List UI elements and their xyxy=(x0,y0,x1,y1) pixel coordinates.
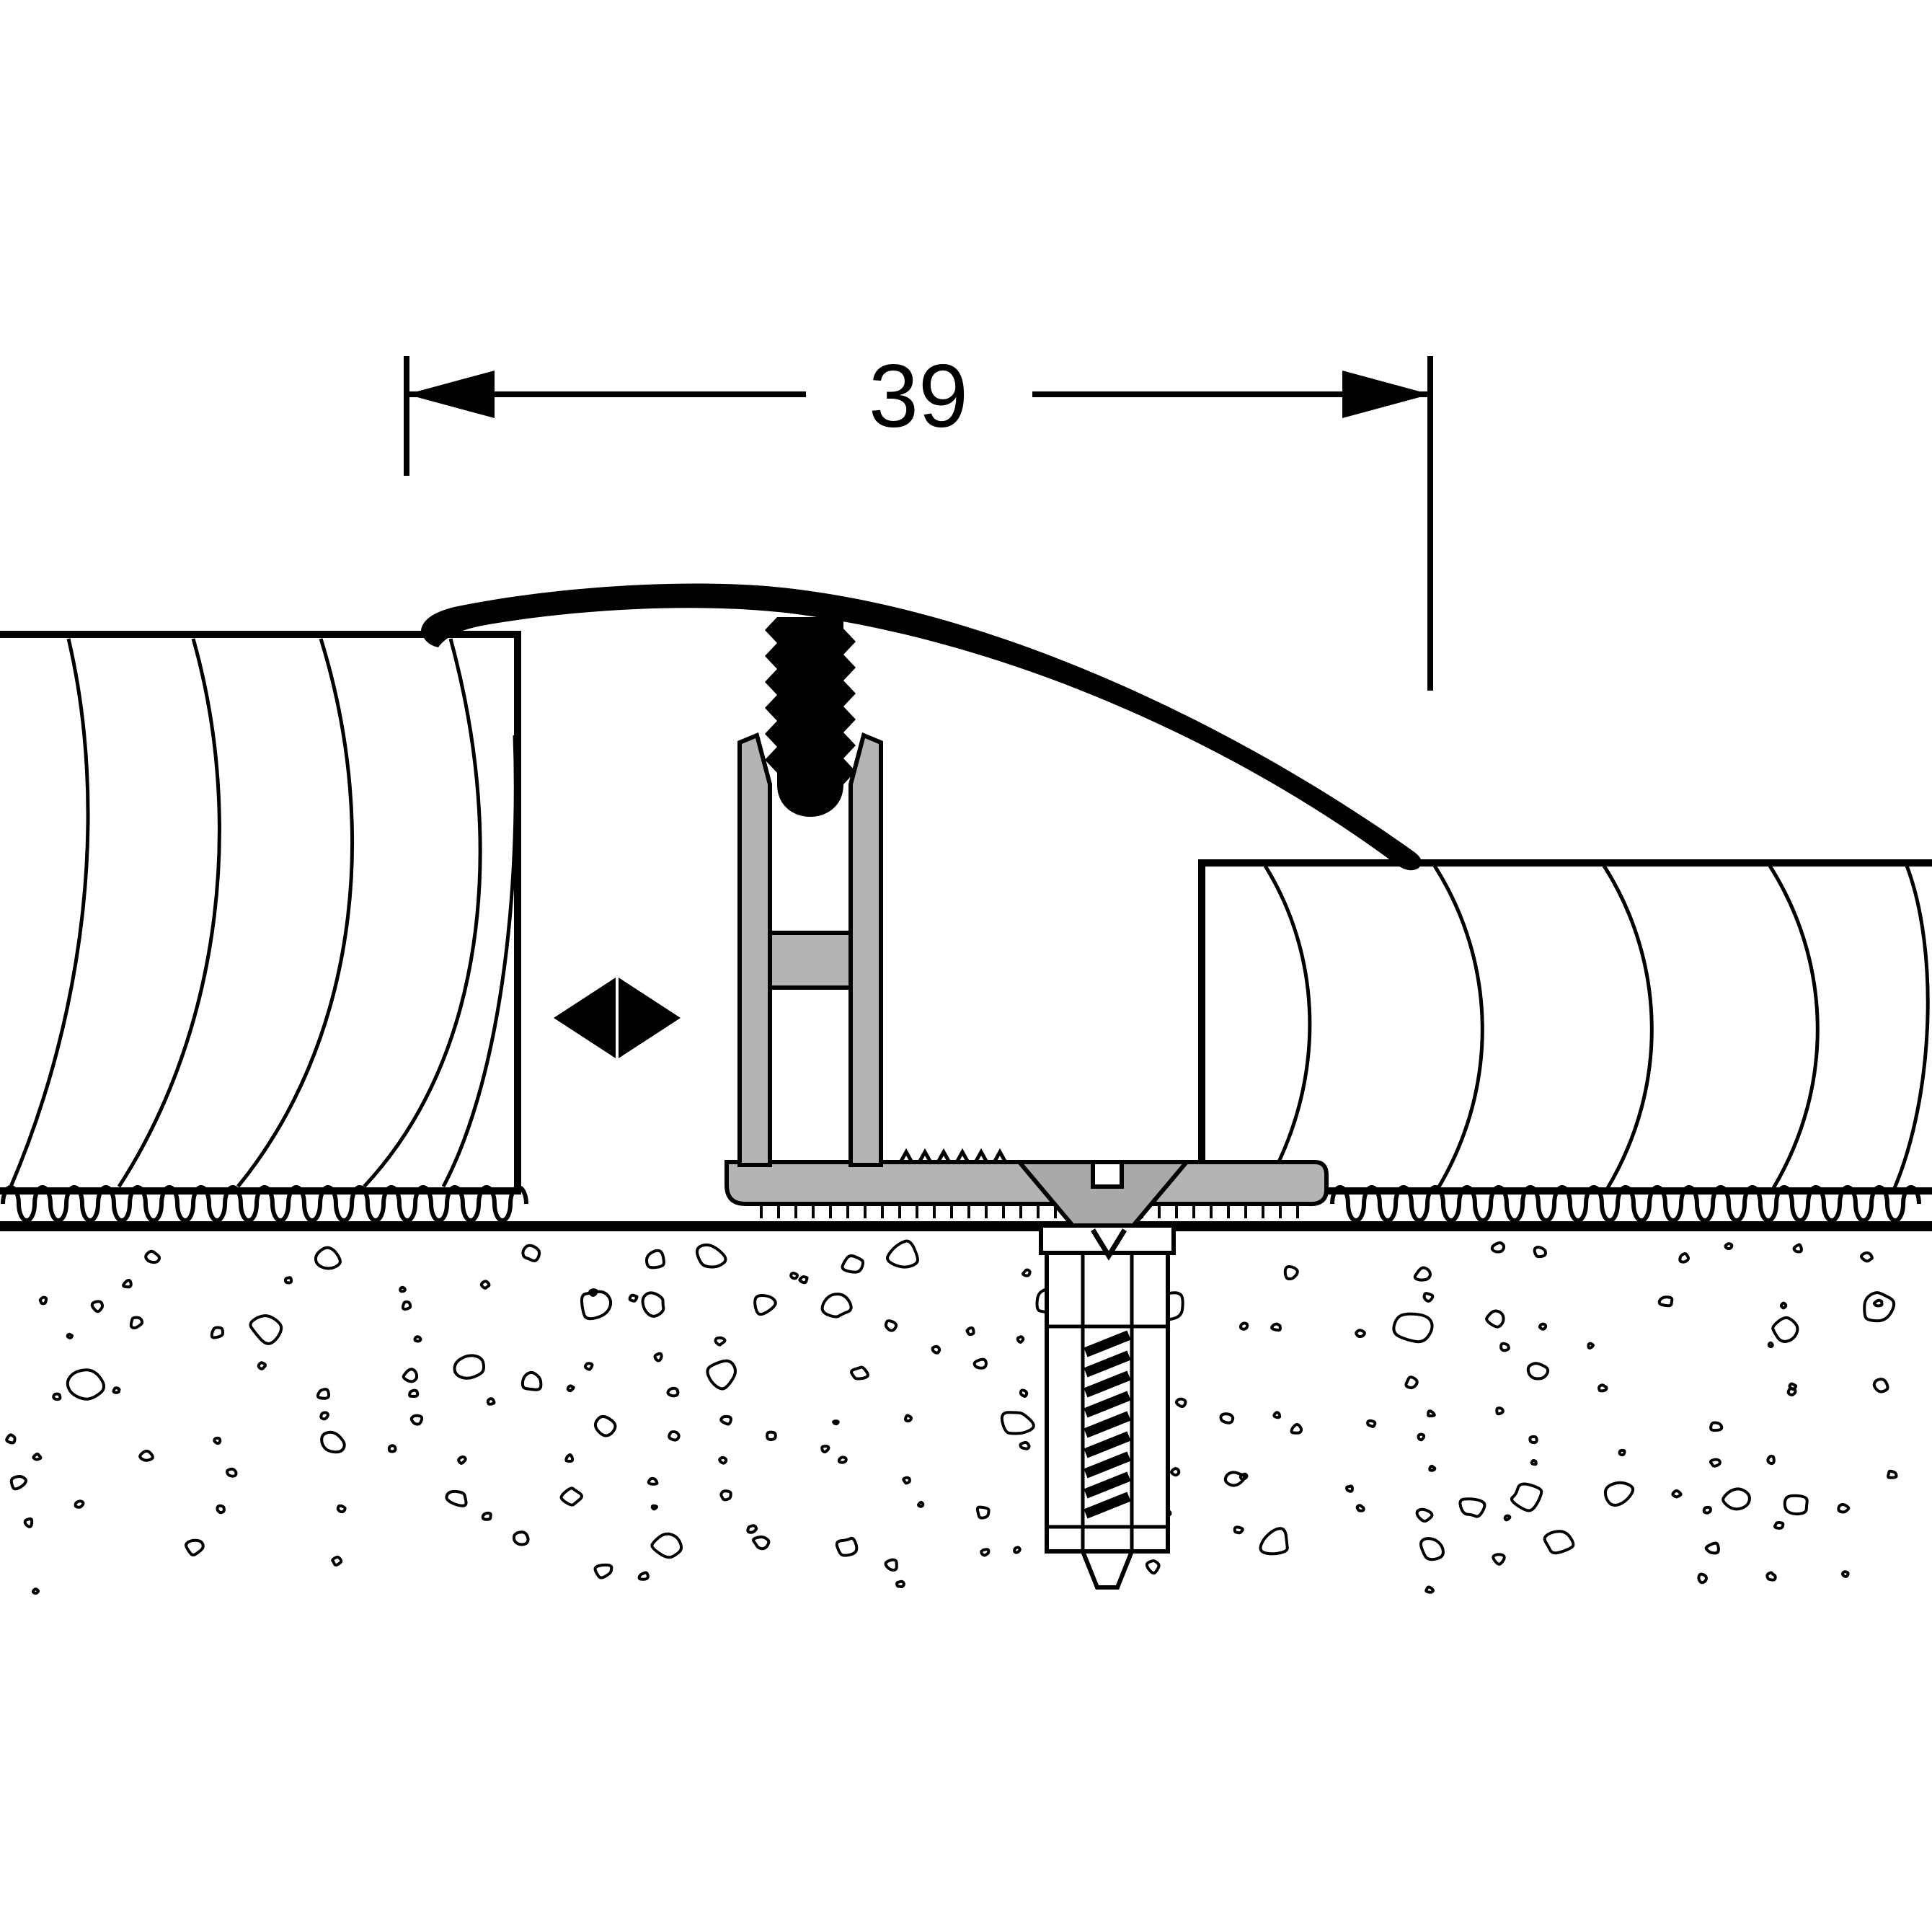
screw-drive-slot xyxy=(1091,1160,1124,1189)
track-right-wall xyxy=(848,732,883,1167)
transition-cover-profile xyxy=(421,583,1422,871)
screed-top-edge xyxy=(0,1221,1932,1231)
wood-floor-right xyxy=(1198,859,1932,1195)
wood-floor-left-body xyxy=(0,631,521,1195)
dimension-arrowhead-right xyxy=(1342,371,1430,418)
track-left-wall xyxy=(737,732,772,1167)
screw-tip xyxy=(1079,1549,1135,1590)
underlay-right xyxy=(1330,1185,1921,1223)
dimension-arrowhead-left xyxy=(407,371,495,418)
screw-head xyxy=(1014,1160,1192,1228)
screw-thread-hatch xyxy=(1084,1330,1131,1519)
screw-point-mark xyxy=(1091,1228,1127,1261)
wood-floor-right-body xyxy=(1198,859,1932,1195)
threaded-click-stem xyxy=(765,617,856,817)
width-adjustment-arrows-icon xyxy=(554,978,681,1058)
arrow-left-icon xyxy=(554,978,616,1058)
wood-floor-left xyxy=(0,631,521,1195)
track-web xyxy=(768,931,853,990)
track-grip-ribs xyxy=(898,1148,1009,1165)
resilient-underlay xyxy=(1,1185,1921,1223)
wood-grain-left xyxy=(9,638,518,1188)
countersunk-screw-head xyxy=(1014,1160,1192,1261)
dimension-annotation: 39 xyxy=(404,347,1433,691)
arrow-right-icon xyxy=(619,978,681,1058)
wall-plug-anchor xyxy=(1039,1223,1176,1590)
wood-grain-right xyxy=(1263,864,1930,1189)
underlay-left xyxy=(1,1185,528,1223)
dimension-label: 39 xyxy=(869,347,968,446)
